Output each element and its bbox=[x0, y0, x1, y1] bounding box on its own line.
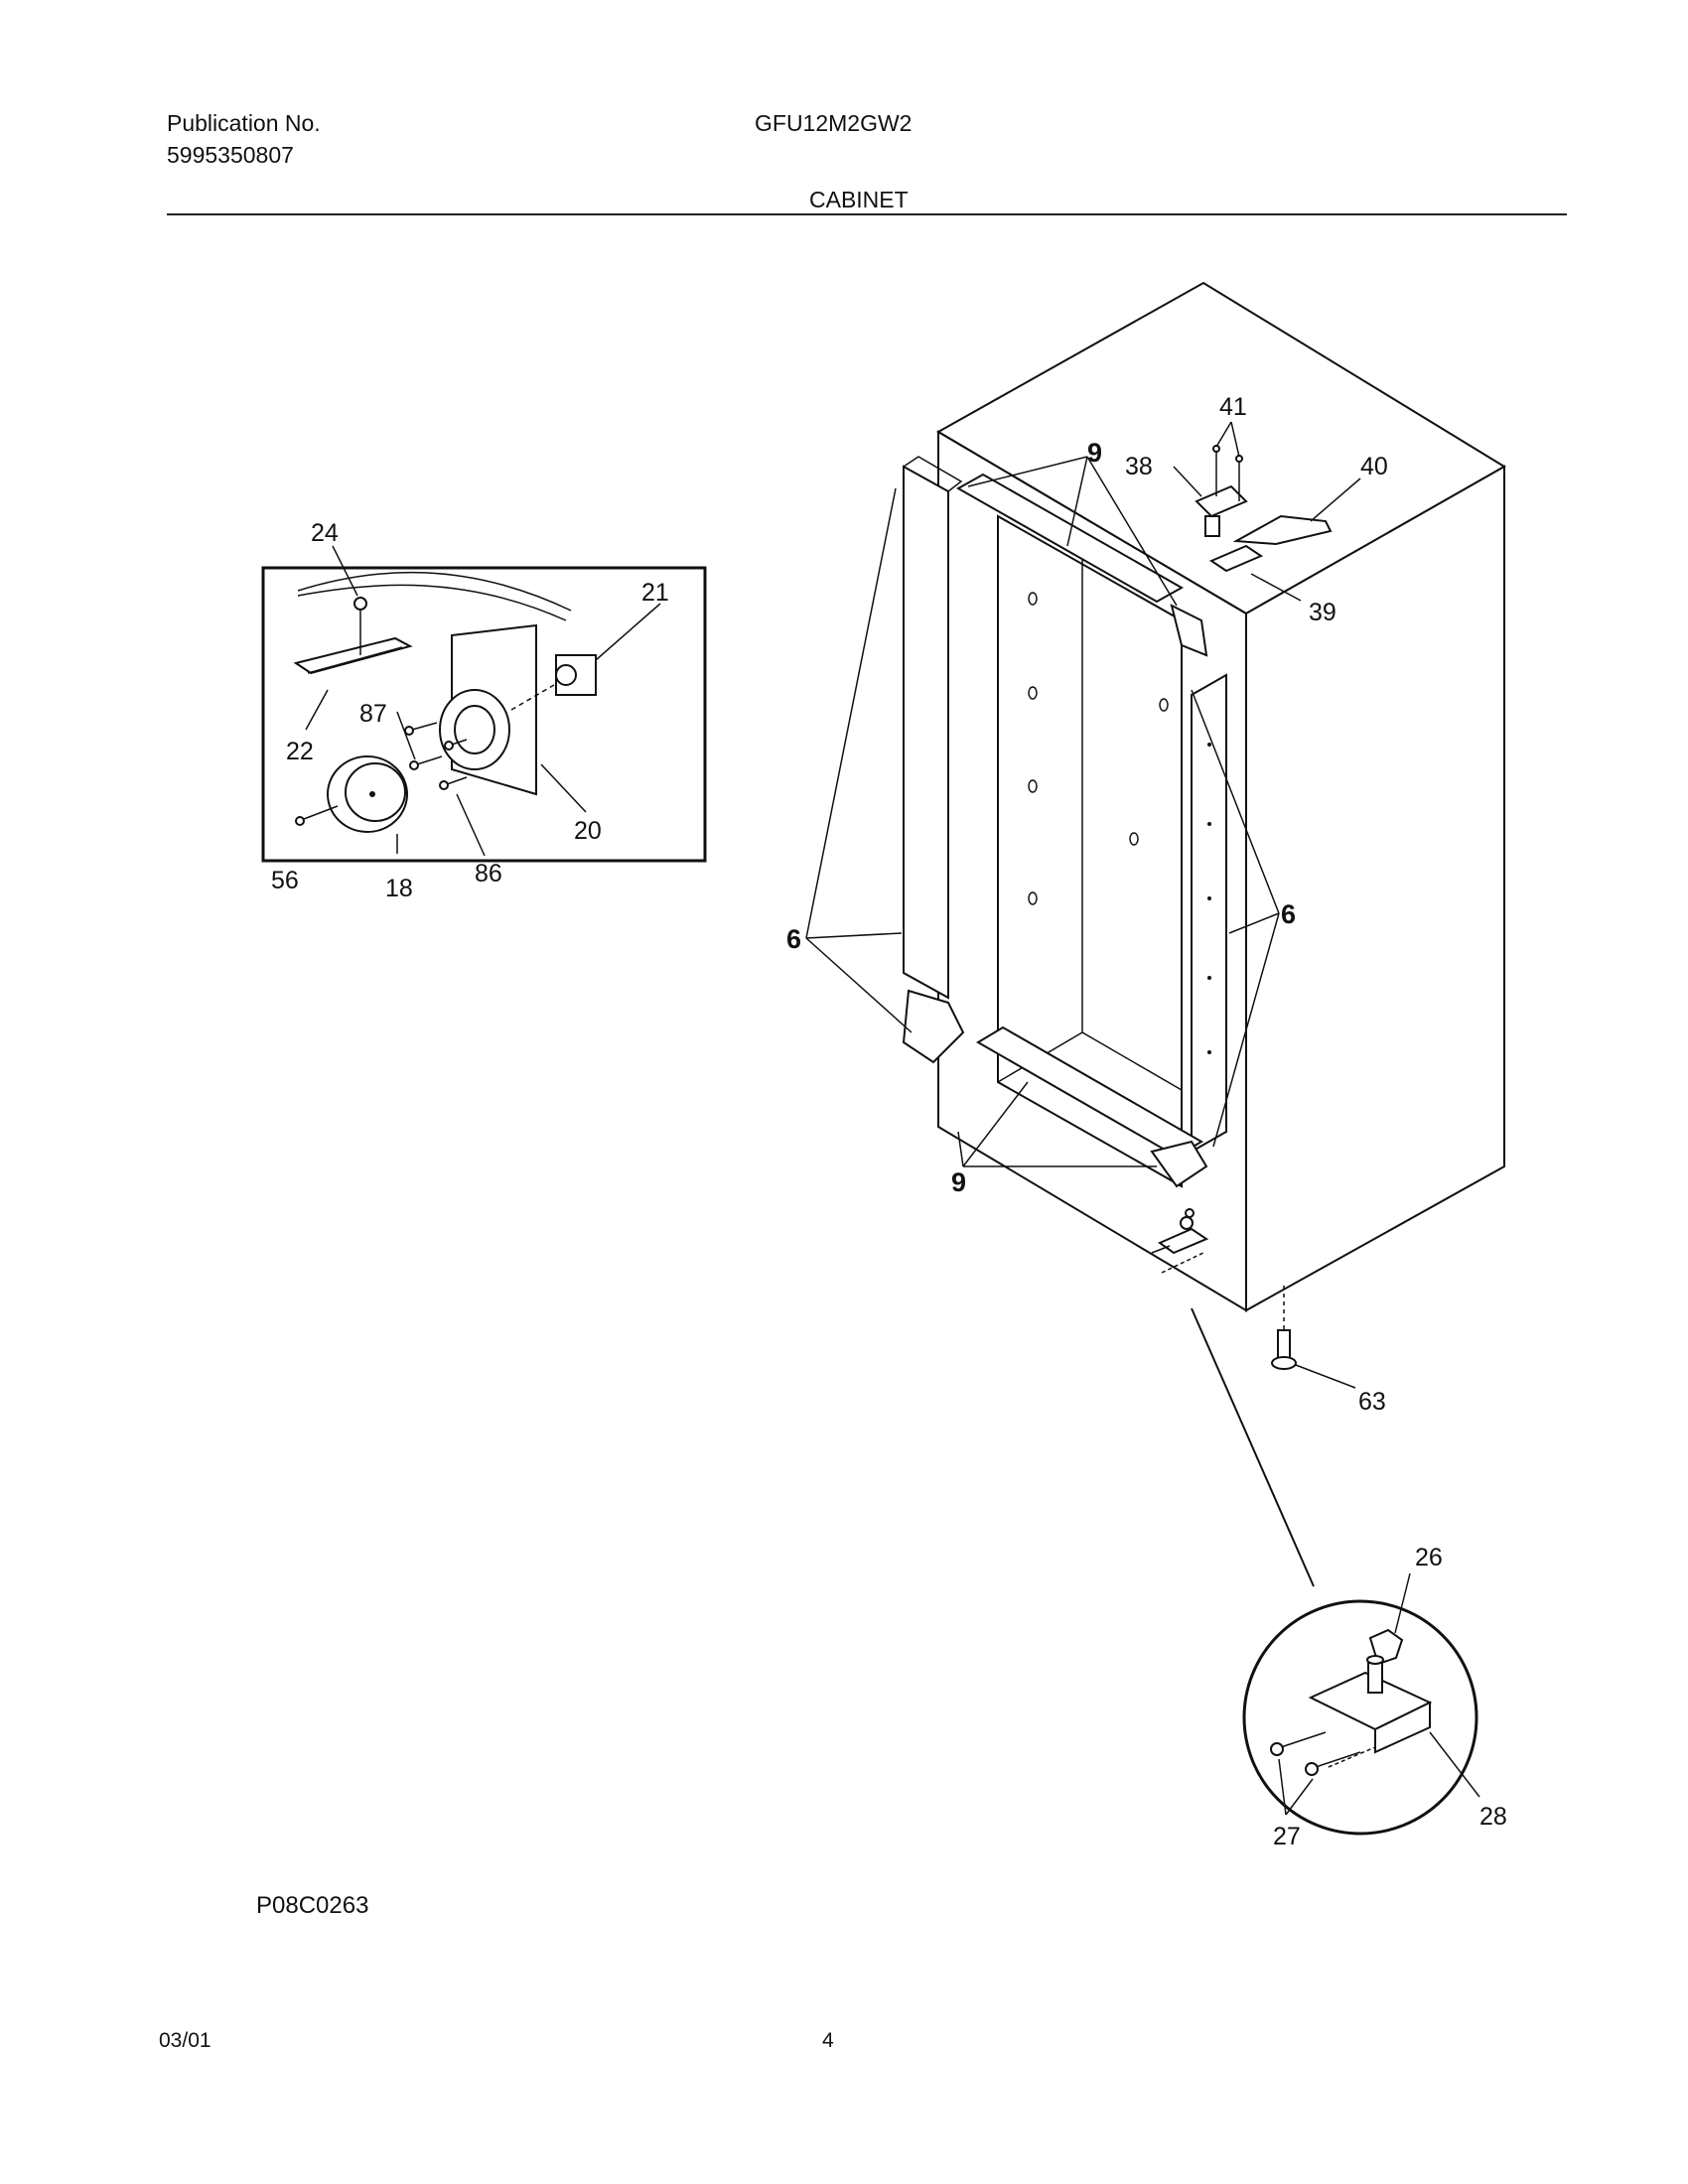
publication-label: Publication No. bbox=[167, 110, 321, 136]
callout-22: 22 bbox=[286, 738, 314, 765]
callout-26: 26 bbox=[1415, 1544, 1443, 1571]
callout-20: 20 bbox=[574, 817, 602, 845]
callout-18: 18 bbox=[385, 875, 413, 902]
figure-code: P08C0263 bbox=[256, 1892, 369, 1919]
callout-6-left: 6 bbox=[786, 924, 801, 954]
page-number: 4 bbox=[822, 2029, 834, 2052]
callout-9-top: 9 bbox=[1087, 438, 1102, 468]
callout-6-right: 6 bbox=[1281, 899, 1296, 929]
cabinet-body bbox=[902, 281, 1506, 1389]
callout-39: 39 bbox=[1309, 599, 1336, 626]
callout-63: 63 bbox=[1358, 1388, 1386, 1416]
gasket-leaders bbox=[805, 456, 1280, 1167]
callout-28: 28 bbox=[1479, 1803, 1507, 1831]
callout-24: 24 bbox=[311, 519, 339, 547]
callout-27: 27 bbox=[1273, 1823, 1301, 1850]
callout-38: 38 bbox=[1125, 453, 1153, 480]
callout-56: 56 bbox=[271, 867, 299, 894]
model-number: GFU12M2GW2 bbox=[755, 110, 913, 136]
lower-hinge-detail bbox=[1191, 1307, 1480, 1836]
callout-9-bottom: 9 bbox=[951, 1167, 966, 1197]
callout-40: 40 bbox=[1360, 453, 1388, 480]
callout-87: 87 bbox=[359, 700, 387, 728]
header-divider bbox=[167, 213, 1567, 215]
callout-41: 41 bbox=[1219, 393, 1247, 421]
footer-date: 03/01 bbox=[159, 2029, 211, 2052]
callout-21: 21 bbox=[641, 579, 669, 607]
callout-86: 86 bbox=[475, 860, 502, 887]
publication-number: 5995350807 bbox=[167, 142, 294, 168]
upper-hinge bbox=[1173, 421, 1361, 602]
thermostat-inset bbox=[261, 545, 707, 863]
section-title: CABINET bbox=[809, 187, 909, 212]
